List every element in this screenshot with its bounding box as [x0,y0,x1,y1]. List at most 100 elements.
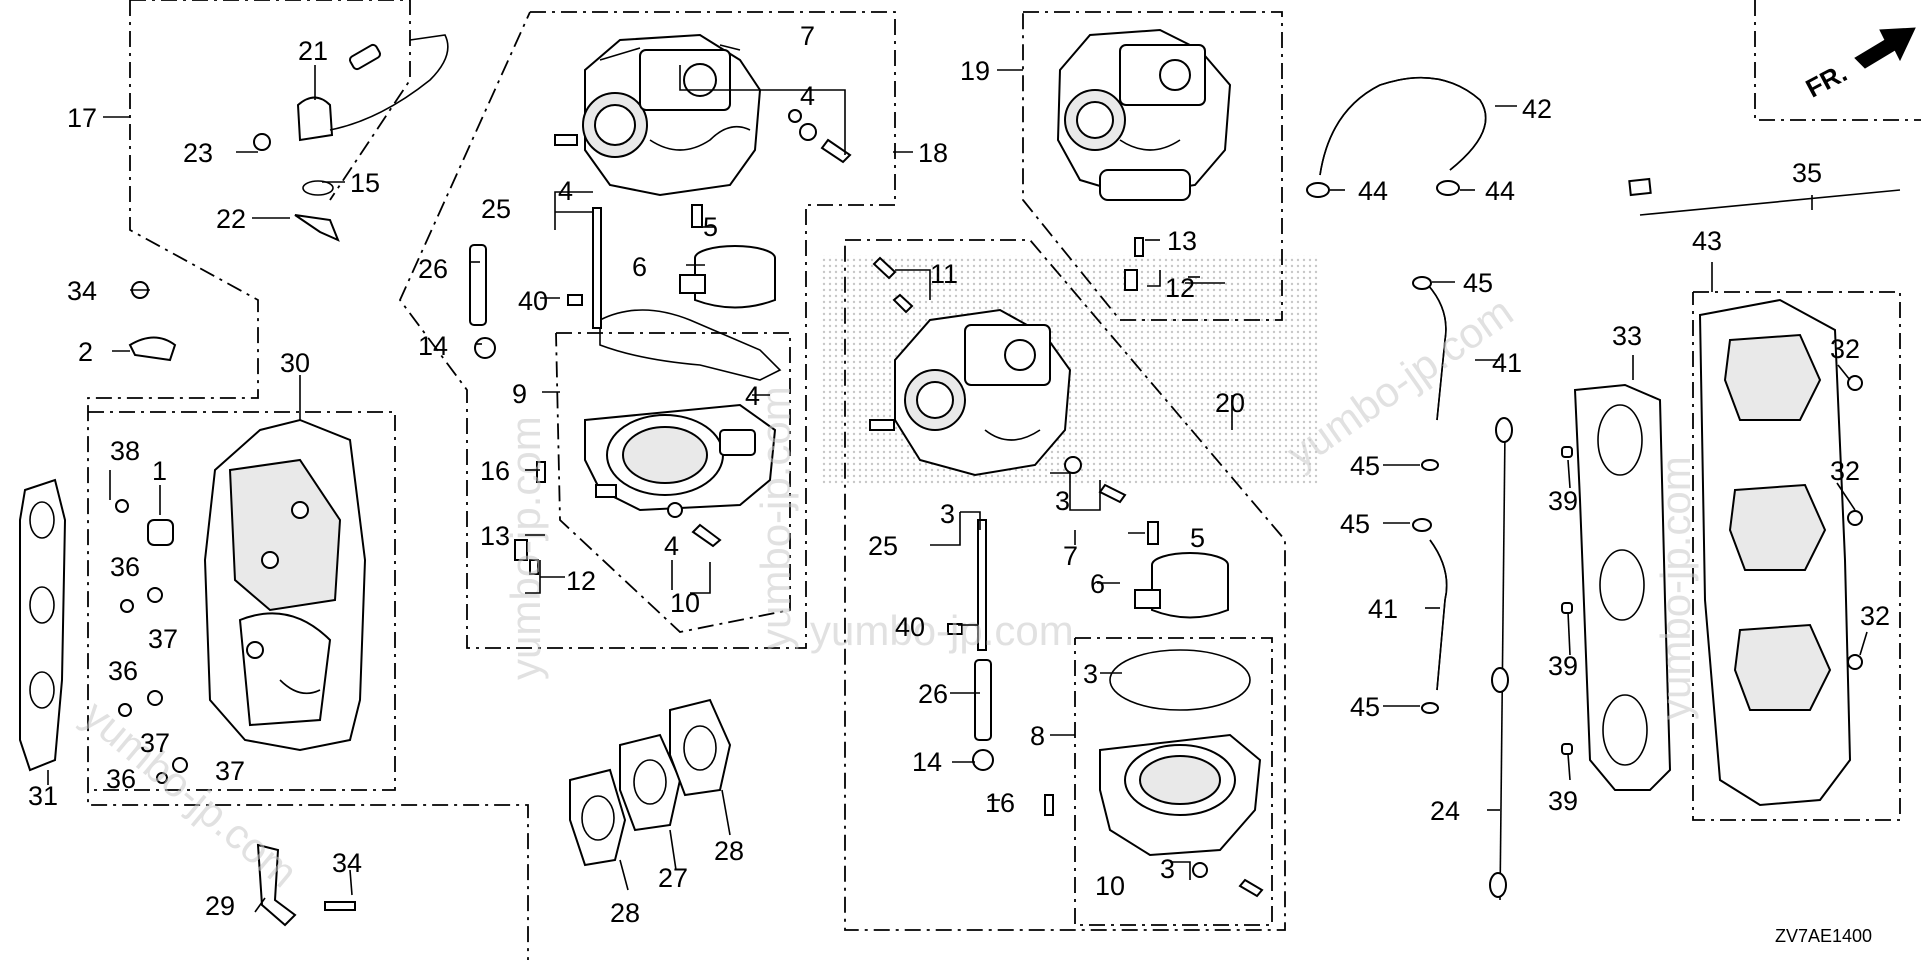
frame-group-20 [844,239,1286,931]
callout-7: 7 [800,21,815,51]
callout-39: 39 [1548,651,1578,681]
gasket-lower [1109,649,1251,711]
pilot-screw-upper [592,207,602,329]
callout-43: 43 [1692,226,1722,256]
callout-26: 26 [918,679,948,709]
gasket-33 [1573,383,1672,791]
callout-37: 37 [215,756,245,786]
callout-14: 14 [418,331,448,361]
callout-32: 32 [1830,334,1860,364]
left-top-components [128,34,449,546]
callout-20: 20 [1215,388,1245,418]
callout-23: 23 [183,138,213,168]
gasket-31 [19,478,67,772]
gasket-upper [599,309,782,381]
float-chamber-9 [584,403,777,512]
intake-manifold-30 [203,418,367,752]
frame-front-indicator [1754,0,1921,121]
callout-25: 25 [481,194,511,224]
callout-10: 10 [670,588,700,618]
callout-19: 19 [960,56,990,86]
callout-3: 3 [1055,486,1070,516]
float-chamber-8 [1099,733,1262,857]
callout-31: 31 [28,781,58,811]
callout-22: 22 [216,204,246,234]
callout-44: 44 [1358,176,1388,206]
callout-44: 44 [1485,176,1515,206]
callout-45: 45 [1350,451,1380,481]
callout-37: 37 [148,624,178,654]
front-label: FR. [1801,57,1852,103]
switch-21 [296,96,334,142]
callout-26: 26 [418,254,448,284]
callout-3: 3 [1160,854,1175,884]
callout-2: 2 [78,337,93,367]
carburetor-assembly-20 [869,308,1072,477]
callout-6: 6 [1090,569,1105,599]
carburetor-assembly-18 [554,33,762,197]
watermark-text: yumbo-jp.com [1652,456,1699,720]
callout-14: 14 [912,747,942,777]
callout-4: 4 [800,81,815,111]
callout-4: 4 [664,531,679,561]
frame-group-30 [88,411,396,791]
callout-32: 32 [1830,456,1860,486]
callout-16: 16 [480,456,510,486]
bolts-left [115,499,356,927]
callout-3: 3 [940,499,955,529]
callout-labels: 17 21 23 15 22 34 2 30 38 1 36 37 36 37 … [28,21,1890,928]
callout-8: 8 [1030,721,1045,751]
callout-15: 15 [350,168,380,198]
small-parts [469,109,1264,898]
callout-36: 36 [108,656,138,686]
callout-4: 4 [745,381,760,411]
callout-25: 25 [868,531,898,561]
pilot-screw-lower [977,519,987,651]
callout-1: 1 [152,456,167,486]
float-upper [679,245,776,309]
callout-24: 24 [1430,796,1460,826]
callout-34: 34 [67,276,97,306]
frame-subgroup-9 [555,332,791,633]
callout-21: 21 [298,36,328,66]
hoses [1306,76,1487,714]
main-jet-upper [469,244,487,326]
callout-13: 13 [480,521,510,551]
callout-45: 45 [1463,268,1493,298]
callout-34: 34 [332,848,362,878]
callout-40: 40 [518,286,548,316]
front-arrow-icon [1854,27,1916,69]
callout-42: 42 [1522,94,1552,124]
callout-45: 45 [1350,692,1380,722]
drawing-code: ZV7AE1400 [1775,926,1872,946]
callout-12: 12 [566,566,596,596]
callout-33: 33 [1612,321,1642,351]
callout-45: 45 [1340,509,1370,539]
callout-29: 29 [205,891,235,921]
main-jet-lower [974,659,992,741]
callout-4: 4 [558,176,573,206]
frame-group-43 [1692,291,1901,821]
dowels-39 [1561,446,1573,755]
callout-3: 3 [1083,659,1098,689]
link-rod-24 [1489,417,1513,901]
callout-32: 32 [1860,601,1890,631]
callout-11: 11 [930,259,958,289]
callout-37: 37 [140,728,170,758]
callout-16: 16 [985,788,1015,818]
callout-9: 9 [512,379,527,409]
watermark-text: yumbo-jp.com [810,607,1074,654]
callout-7: 7 [1063,541,1078,571]
callout-36: 36 [106,764,136,794]
callout-40: 40 [895,612,925,642]
carburetor-assembly-19 [1056,28,1232,201]
watermark-text: yumbo-jp.com [752,386,799,650]
callout-39: 39 [1548,786,1578,816]
frame-group-17 [87,0,529,960]
callout-28: 28 [714,836,744,866]
frame-subgroup-8 [1074,637,1273,926]
frame-group-18 [398,11,896,649]
callout-27: 27 [658,863,688,893]
leader-lines [47,65,1868,913]
